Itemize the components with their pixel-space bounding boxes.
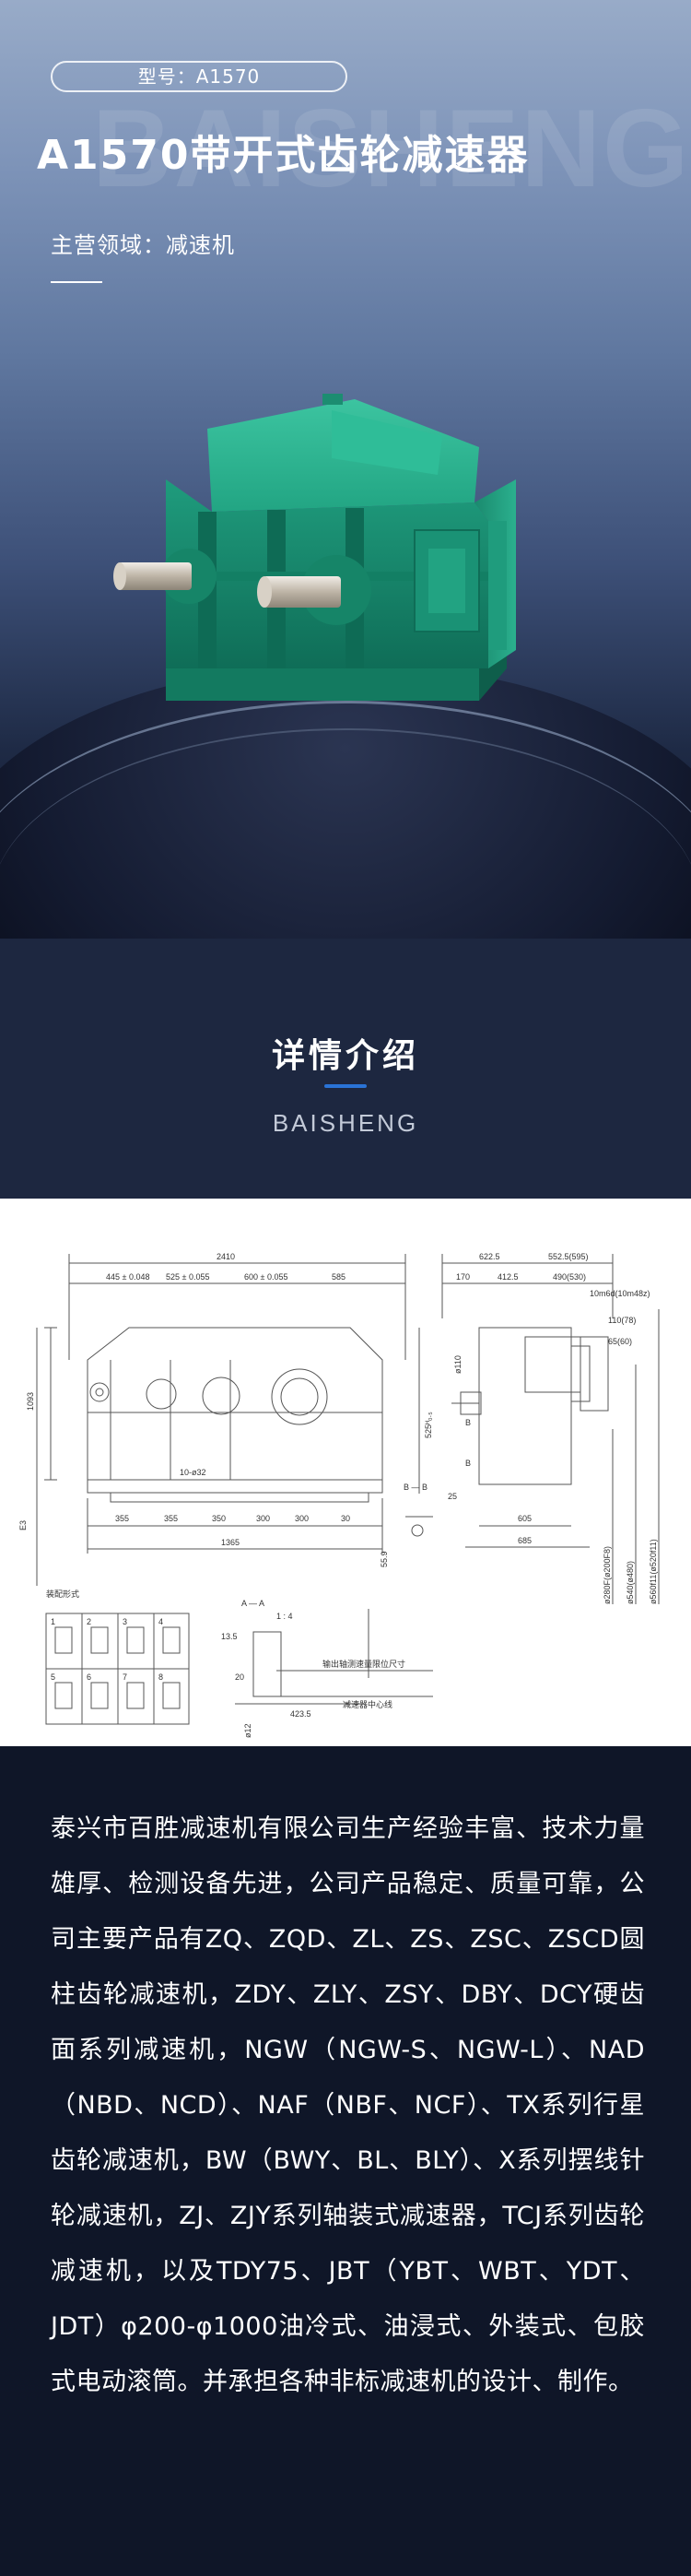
dim-4: 585 (332, 1272, 346, 1282)
shaft-key-label: 10m6d(10m48z) (590, 1289, 650, 1298)
dim-bottom-1: 355 (115, 1514, 129, 1523)
section-title: 详情介绍 (271, 1037, 419, 1075)
dim-bottom-2: 355 (164, 1514, 178, 1523)
dim-side-5: 490(530) (553, 1272, 586, 1282)
b-mark-upper: B (465, 1418, 471, 1427)
assembly-number-5: 5 (51, 1672, 55, 1682)
assembly-number-3: 3 (123, 1617, 127, 1626)
flange-f8-label: ø280F(ø200F8) (603, 1546, 612, 1604)
assembly-number-7: 7 (123, 1672, 127, 1682)
dim-12: ø12 (243, 1723, 252, 1738)
dim-total-length: 2410 (217, 1252, 235, 1261)
dim-3: 600 ± 0.055 (244, 1272, 287, 1282)
section-subtitle: BAISHENG (272, 1109, 419, 1137)
hero-arc-highlight (0, 701, 691, 939)
hero-arc-highlight-inner (0, 728, 691, 939)
assembly-number-8: 8 (158, 1672, 163, 1682)
bb-section-label: B — B (404, 1483, 427, 1492)
scale-label: 1 : 4 (276, 1612, 293, 1621)
dim-1: 445 ± 0.048 (106, 1272, 149, 1282)
flange-f11-label: ø560f11(ø520f11) (649, 1539, 658, 1604)
dim-side-2: 552.5(595) (548, 1252, 589, 1261)
b-mark-lower: B (465, 1459, 471, 1468)
gear-reducer-illustration (113, 394, 516, 701)
gear-reducer-image (111, 392, 544, 742)
dim-side-bottom-2: 685 (518, 1536, 532, 1545)
dim-135: 13.5 (221, 1632, 238, 1641)
business-domain-label: 主营领域：减速机 (51, 232, 235, 258)
dim-side-bottom-1: 605 (518, 1514, 532, 1523)
dim-4235: 423.5 (290, 1709, 311, 1719)
note-centerline: 减速器中心线 (343, 1699, 392, 1709)
brand-watermark: BAISHENG (92, 87, 691, 210)
technical-drawing: 2410 445 ± 0.048 525 ± 0.055 600 ± 0.055… (0, 1199, 691, 1746)
dim-side-1: 622.5 (479, 1252, 500, 1261)
company-description-section: 泰兴市百胜减速机有限公司生产经验丰富、技术力量雄厚、检测设备先进，公司产品稳定、… (0, 1746, 691, 2576)
hero-section: BAISHENG 型号：A1570 A1570带开式齿轮减速器 主营领域：减速机 (0, 0, 691, 939)
dim-e3: E3 (18, 1520, 28, 1530)
assembly-number-6: 6 (87, 1672, 91, 1682)
dim-559: 55.9 (380, 1551, 389, 1567)
company-description: 泰兴市百胜减速机有限公司生产经验丰富、技术力量雄厚、检测设备先进，公司产品稳定、… (51, 1814, 645, 2396)
section-accent-bar (324, 1084, 367, 1088)
shaft-length-label: 110(78) (608, 1316, 636, 1325)
dim-bottom-5: 300 (295, 1514, 309, 1523)
assembly-number-1: 1 (51, 1617, 55, 1626)
flange-diameter-label: ø540(ø480) (626, 1561, 635, 1604)
assembly-number-4: 4 (158, 1617, 163, 1626)
dim-bottom-6: 30 (341, 1514, 350, 1523)
dim-bottom-4: 300 (256, 1514, 270, 1523)
holes-label: 10-ø32 (180, 1468, 206, 1477)
dim-bottom-total: 1365 (221, 1538, 240, 1547)
model-badge: 型号：A1570 (51, 61, 347, 92)
shaft-diameter-label: ø110 (453, 1355, 463, 1374)
dim-bottom-3: 350 (212, 1514, 226, 1523)
assembly-number-2: 2 (87, 1617, 91, 1626)
dim-height: 1093 (26, 1392, 35, 1411)
aa-section-label: A — A (241, 1599, 264, 1608)
shaft-end-label: 65(60) (608, 1337, 632, 1346)
assembly-section-label: 装配形式 (46, 1589, 79, 1599)
title-divider (51, 281, 102, 283)
dimension-drawing: 2410 445 ± 0.048 525 ± 0.055 600 ± 0.055… (18, 1252, 660, 1738)
note-limit-size: 输出轴测速量限位尺寸 (322, 1659, 405, 1669)
center-height-label: 525ᴴ₀.₅ (424, 1412, 433, 1438)
detail-intro-section: 详情介绍 BAISHENG (0, 939, 691, 1199)
product-title: A1570带开式齿轮减速器 (37, 132, 530, 179)
dim-20: 20 (235, 1672, 244, 1682)
dim-side-4: 412.5 (498, 1272, 519, 1282)
dim-25: 25 (448, 1492, 457, 1501)
dim-side-3: 170 (456, 1272, 470, 1282)
dim-2: 525 ± 0.055 (166, 1272, 209, 1282)
